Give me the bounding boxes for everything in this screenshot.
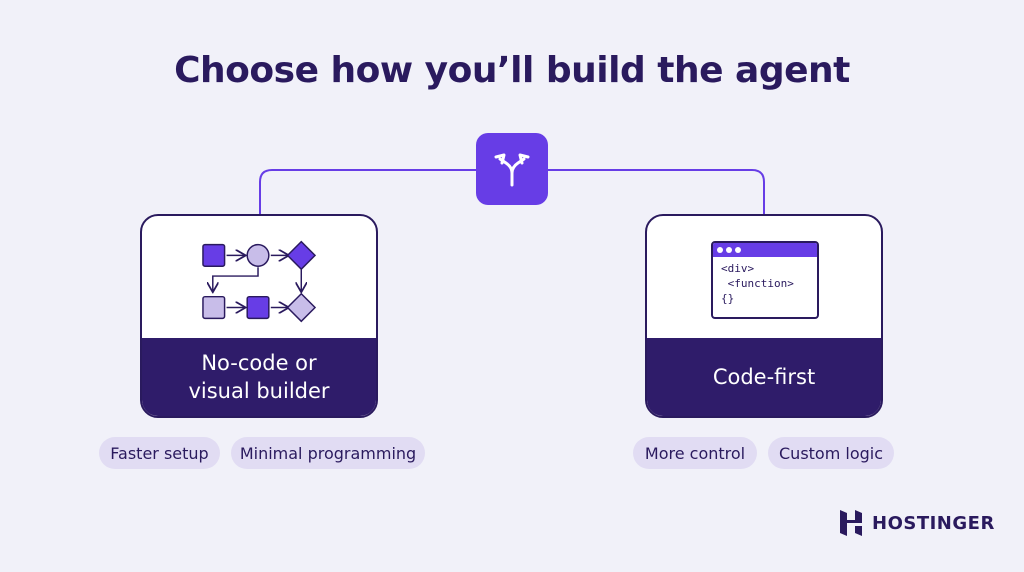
page-title: Choose how you’ll build the agent: [174, 50, 850, 91]
code-line: <function>: [721, 277, 794, 290]
option-card-no-code[interactable]: No-code or visual builder: [140, 214, 378, 418]
code-line: <div>: [721, 262, 755, 275]
code-window-icon: <div> <function> {}: [711, 241, 819, 319]
tag-faster-setup: Faster setup: [99, 437, 220, 469]
tag-custom-logic: Custom logic: [768, 437, 894, 469]
brand-logo: HOSTINGER: [838, 508, 995, 538]
window-title-bar: [713, 243, 817, 257]
option-label-no-code: No-code or visual builder: [142, 338, 376, 416]
tag-more-control: More control: [633, 437, 757, 469]
split-arrows-icon: [476, 133, 548, 205]
flowchart-icon: [202, 240, 317, 323]
code-line: {}: [721, 292, 735, 305]
hostinger-logo-icon: [840, 510, 862, 536]
option-card-code-first[interactable]: <div> <function> {} Code-first: [645, 214, 883, 418]
brand-name: HOSTINGER: [872, 512, 995, 534]
option-label-code-first: Code-first: [647, 338, 881, 416]
tag-minimal-programming: Minimal programming: [231, 437, 425, 469]
